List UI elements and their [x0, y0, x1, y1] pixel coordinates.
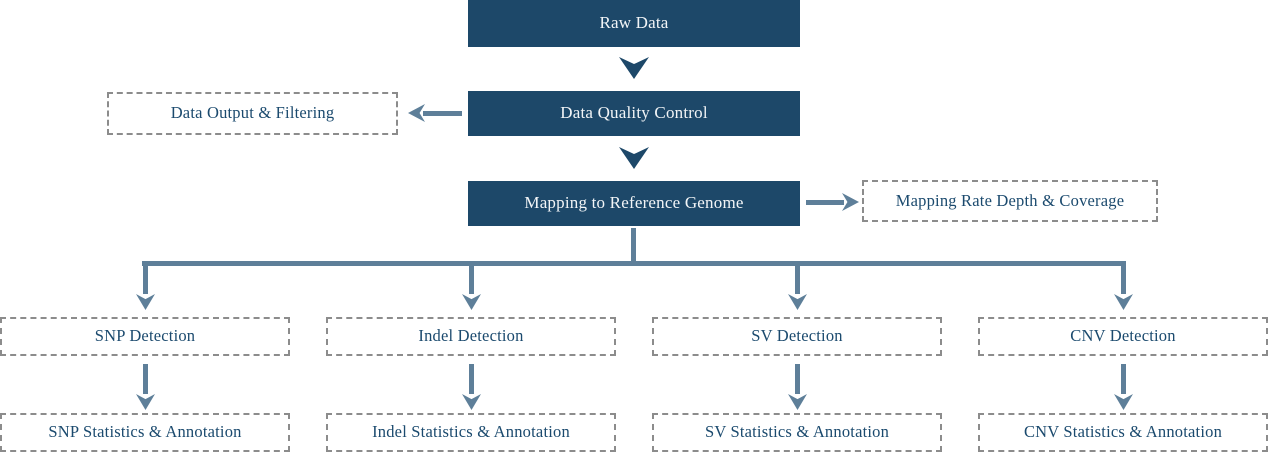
node-snp-stats: SNP Statistics & Annotation	[0, 413, 290, 452]
arrow-down-icon	[619, 147, 649, 169]
arrow-left-shaft	[423, 111, 462, 116]
node-mapping-reference-label: Mapping to Reference Genome	[524, 193, 744, 213]
arrow-down-icon	[462, 394, 481, 410]
branch-stub	[631, 228, 636, 262]
node-cnv-detection: CNV Detection	[978, 317, 1268, 356]
node-indel-detection-label: Indel Detection	[418, 326, 524, 346]
node-sv-stats: SV Statistics & Annotation	[652, 413, 942, 452]
node-mapping-rate-label: Mapping Rate Depth & Coverage	[895, 190, 1125, 210]
node-snp-detection-label: SNP Detection	[94, 326, 196, 346]
branch-arrow-shaft	[1121, 261, 1126, 294]
node-data-output-filtering-label: Data Output & Filtering	[170, 103, 335, 123]
node-indel-stats: Indel Statistics & Annotation	[326, 413, 616, 452]
arrow-down-icon	[1114, 294, 1133, 310]
node-sv-detection: SV Detection	[652, 317, 942, 356]
branch-arrow-shaft	[469, 263, 474, 294]
stats-arrow-shaft	[1121, 364, 1126, 394]
stats-arrow-shaft	[469, 364, 474, 394]
arrow-right-icon	[842, 193, 859, 211]
node-indel-stats-label: Indel Statistics & Annotation	[372, 422, 570, 442]
node-data-quality-control: Data Quality Control	[468, 91, 800, 136]
branch-arrow-shaft	[143, 263, 148, 294]
node-mapping-reference: Mapping to Reference Genome	[468, 181, 800, 226]
node-cnv-stats-label: CNV Statistics & Annotation	[1023, 422, 1223, 442]
branch-horizontal-bar	[142, 261, 1126, 266]
node-mapping-rate: Mapping Rate Depth & Coverage	[862, 180, 1158, 222]
node-data-output-filtering: Data Output & Filtering	[107, 92, 398, 135]
node-cnv-stats: CNV Statistics & Annotation	[978, 413, 1268, 452]
arrow-down-icon	[788, 294, 807, 310]
node-snp-stats-label: SNP Statistics & Annotation	[48, 422, 242, 442]
node-sv-stats-label: SV Statistics & Annotation	[704, 422, 890, 442]
node-indel-detection: Indel Detection	[326, 317, 616, 356]
node-raw-data: Raw Data	[468, 0, 800, 47]
stats-arrow-shaft	[795, 364, 800, 394]
arrow-down-icon	[788, 394, 807, 410]
node-sv-detection-label: SV Detection	[751, 326, 843, 346]
stats-arrow-shaft	[143, 364, 148, 394]
arrow-down-icon	[136, 294, 155, 310]
arrow-down-icon	[136, 394, 155, 410]
arrow-down-icon	[462, 294, 481, 310]
arrow-down-icon	[619, 57, 649, 79]
branch-arrow-shaft	[795, 263, 800, 294]
arrow-right-shaft	[806, 200, 844, 205]
node-snp-detection: SNP Detection	[0, 317, 290, 356]
arrow-down-icon	[1114, 394, 1133, 410]
node-cnv-detection-label: CNV Detection	[1070, 326, 1176, 346]
node-data-quality-control-label: Data Quality Control	[560, 103, 708, 123]
node-raw-data-label: Raw Data	[599, 13, 669, 33]
